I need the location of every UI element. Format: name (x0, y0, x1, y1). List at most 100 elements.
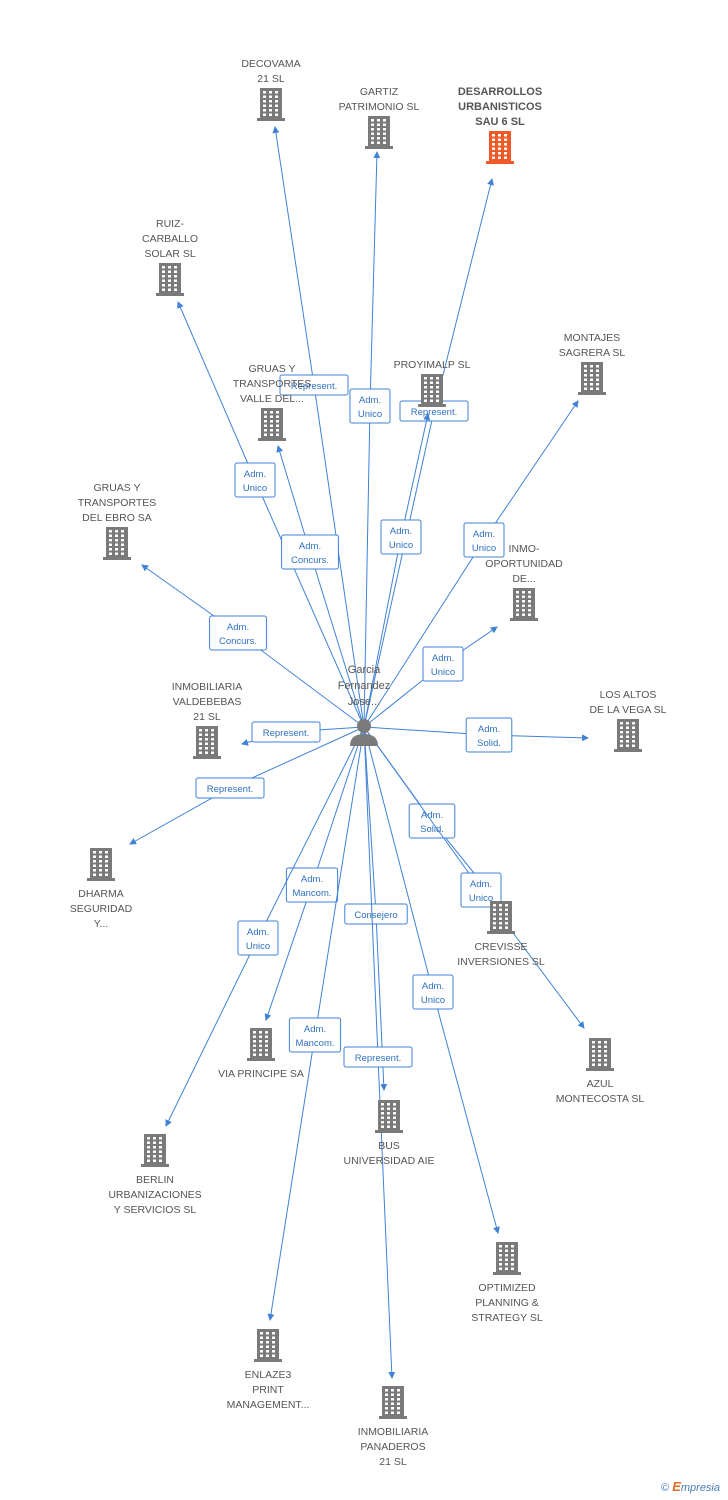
edge-label-text: Adm. (432, 653, 454, 664)
edge-via[interactable]: Adm.Mancom. (264, 726, 365, 1021)
building-icon (578, 362, 606, 395)
company-label-line: URBANISTICOS (458, 101, 542, 113)
edge-montajes[interactable]: Adm. Unico (363, 400, 579, 728)
edge-altos[interactable]: Adm.Solid. (363, 717, 589, 753)
company-node-optimized[interactable]: OPTIMIZED PLANNING & STRATEGY SL (471, 1242, 543, 1324)
edge-label-text: Solid. (477, 738, 501, 749)
company-node-inmo[interactable]: INMO-OPORTUNIDADDE... (485, 543, 563, 621)
company-node-proyimalp[interactable]: PROYIMALP SL (394, 359, 471, 407)
company-label-line: 21 SL (257, 73, 285, 85)
brand-logo-text: mpresia (680, 1482, 720, 1494)
building-icon (614, 719, 642, 752)
edge-optimized[interactable]: Adm.Unico (363, 726, 500, 1234)
building-icon (365, 116, 393, 149)
company-label-line: UNIVERSIDAD AIE (343, 1155, 434, 1167)
company-node-berlin[interactable]: BERLIN URBANIZACIONES Y SERVICIOS SL (108, 1134, 202, 1216)
edge-label-text: Adm. (473, 529, 495, 540)
edge-line (363, 178, 494, 728)
company-label-line: STRATEGY SL (471, 1312, 543, 1324)
edge-inmob_valdebebas[interactable]: Represent. (241, 721, 365, 746)
company-label-line: VALDEBEBAS (173, 696, 242, 708)
company-label-line: AZUL (587, 1078, 614, 1090)
edge-label-text: Unico (389, 540, 413, 551)
edge-bus[interactable]: Consejero (344, 726, 408, 1091)
copyright-symbol: © (661, 1482, 670, 1494)
building-icon (103, 527, 131, 560)
edge-gruas_ebro[interactable]: Adm.Concurs. (141, 564, 365, 728)
company-label-line: BUS (378, 1140, 400, 1152)
edge-decovama[interactable]: Represent. (272, 126, 365, 728)
company-label-line: PANADEROS (360, 1441, 425, 1453)
company-node-dharma[interactable]: DHARMASEGURIDADY... (70, 848, 133, 930)
edge-inmob_panaderos[interactable]: Represent. (343, 726, 413, 1379)
company-node-azul[interactable]: AZUL MONTECOSTA SL (556, 1038, 645, 1105)
edge-berlin[interactable]: Adm. Unico (165, 726, 365, 1127)
edge-label-text: Represent. (355, 1053, 401, 1064)
edge-label-text: Adm. (470, 879, 492, 890)
company-label-line: VALLE DEL... (240, 393, 304, 405)
edge-gruas_valle[interactable]: Adm. Concurs. (276, 445, 365, 728)
edge-label-text: Concurs. (291, 555, 329, 566)
company-label-line: Y... (94, 918, 108, 930)
company-label-line: SEGURIDAD (70, 903, 133, 915)
company-label-line: INMO- (509, 543, 540, 555)
building-icon (487, 901, 515, 934)
edge-label-text: Adm. (247, 927, 269, 938)
company-label-line: BERLIN (136, 1174, 174, 1186)
company-label-line: URBANIZACIONES (108, 1189, 201, 1201)
edge-enlaze[interactable]: Adm.Mancom. (267, 726, 365, 1321)
edge-label-text: Consejero (354, 910, 397, 921)
edge-label-text: Adm. (299, 541, 321, 552)
edge-label-text: Adm. (227, 622, 249, 633)
building-icon (510, 588, 538, 621)
edge-inmo[interactable]: Adm.Unico (363, 626, 498, 728)
company-label-line: INMOBILIARIA (172, 681, 243, 693)
company-label-line: DEL EBRO SA (82, 512, 152, 524)
company-label-line: PRINT (252, 1384, 284, 1396)
company-label-line: DECOVAMA (241, 58, 300, 70)
edge-dharma[interactable]: Represent. (129, 726, 365, 845)
company-label-line: ENLAZE3 (245, 1369, 292, 1381)
company-label-line: GRUAS Y (248, 363, 295, 375)
edge-label-text: Solid. (420, 824, 444, 835)
person-node[interactable]: Garcia Fernandez Jose... (338, 664, 391, 746)
edge-label-text: Represent. (263, 728, 309, 739)
edge-azul[interactable]: Adm.Unico (363, 726, 585, 1029)
company-node-via[interactable]: VIA PRINCIPE SA (218, 1028, 304, 1080)
edge-desarrollos[interactable]: Represent. (363, 178, 494, 728)
company-node-bus[interactable]: BUS UNIVERSIDAD AIE (343, 1100, 435, 1167)
company-label-line: SAGRERA SL (559, 347, 626, 359)
edge-proyimalp[interactable]: Adm.Unico (363, 413, 431, 728)
edge-label-box (349, 388, 391, 424)
company-label-line: MONTECOSTA SL (556, 1093, 645, 1105)
edge-label-text: Mancom. (292, 888, 331, 899)
building-icon (247, 1028, 275, 1061)
building-icon (486, 131, 514, 164)
company-node-decovama[interactable]: DECOVAMA 21 SL (241, 58, 301, 121)
company-label-line: OPORTUNIDAD (485, 558, 563, 570)
company-label-line: Y SERVICIOS SL (114, 1204, 197, 1216)
building-icon (156, 263, 184, 296)
edge-label-box (380, 519, 422, 555)
edge-gartiz[interactable]: Adm.Unico (349, 151, 391, 728)
company-label-line: OPTIMIZED (478, 1282, 536, 1294)
edge-label-box (234, 462, 276, 498)
edge-label-box (422, 646, 464, 682)
company-label-line: PLANNING & (475, 1297, 539, 1309)
edge-ruiz[interactable]: Adm.Unico (177, 301, 365, 728)
person-label-line: Jose... (348, 696, 380, 708)
edge-label-text: Represent. (291, 381, 337, 392)
company-node-enlaze[interactable]: ENLAZE3PRINTMANAGEMENT... (227, 1329, 310, 1411)
edge-label-text: Unico (246, 941, 270, 952)
